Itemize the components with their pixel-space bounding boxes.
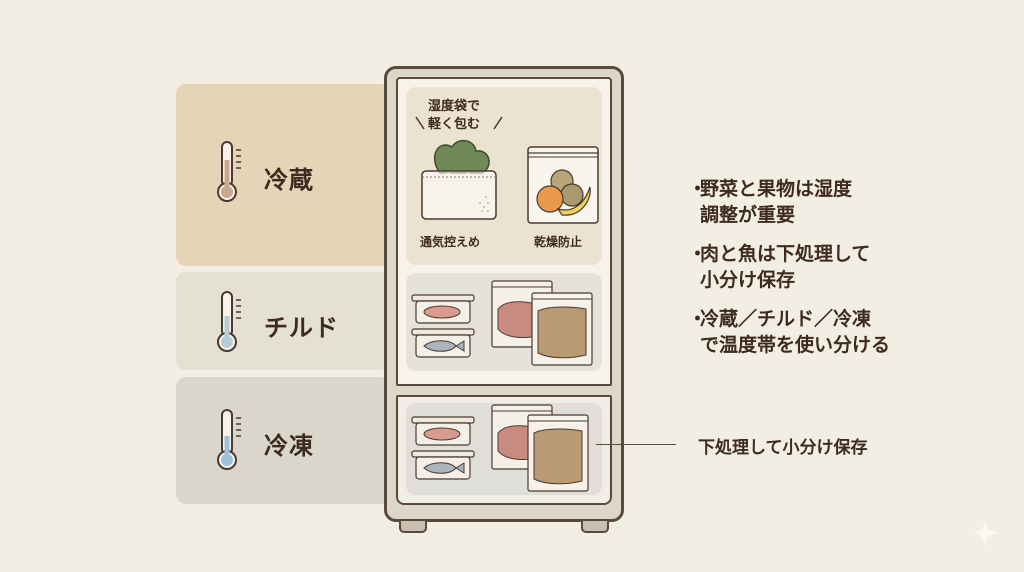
humidity-note-line1: 湿度袋で bbox=[428, 99, 481, 114]
shelf-freezer bbox=[406, 403, 602, 495]
emphasis-marks-icon bbox=[415, 116, 503, 130]
tip-line1: 野菜と果物は湿度 bbox=[700, 178, 853, 200]
thermometer-icon bbox=[217, 141, 241, 202]
chilled-food-items-icon bbox=[411, 280, 593, 366]
refrigerator-foot-left bbox=[399, 521, 427, 533]
callout-line bbox=[596, 444, 676, 445]
fruit-caption: 乾燥防止 bbox=[534, 235, 583, 249]
tip-line2: 小分け保存 bbox=[700, 269, 796, 291]
humidity-note-line2: 軽く包む bbox=[428, 117, 481, 132]
tip-item: ・冷蔵／チルド／冷凍 で温度帯を使い分ける bbox=[688, 308, 891, 356]
zone-chilled: チルド bbox=[176, 272, 390, 370]
tip-item: ・肉と魚は下処理して 小分け保存 bbox=[688, 241, 890, 293]
refrigerator-lower-door bbox=[396, 395, 612, 505]
fruit-zipper-bag-icon bbox=[527, 146, 599, 224]
zone-label-fridge: 冷蔵 bbox=[264, 166, 314, 194]
zone-label-chilled: チルド bbox=[264, 314, 339, 342]
tip-item: ・野菜と果物は湿度 調整が重要 bbox=[688, 176, 890, 228]
veg-caption: 通気控えめ bbox=[420, 235, 481, 249]
refrigerator-illustration: 湿度袋で 軽く包む bbox=[384, 66, 624, 533]
callout-text: 下処理して小分け保存 bbox=[698, 438, 868, 458]
shelf-chilled bbox=[406, 273, 602, 371]
refrigerator-upper-door: 湿度袋で 軽く包む bbox=[396, 77, 612, 386]
tip-line1: 肉と魚は下処理して bbox=[700, 243, 871, 265]
zone-freezer: 冷凍 bbox=[176, 377, 390, 504]
refrigerator-foot-right bbox=[581, 521, 609, 533]
frozen-food-items-icon bbox=[411, 404, 589, 492]
tip-line1: 冷蔵／チルド／冷凍 bbox=[700, 308, 872, 330]
sparkle-icon bbox=[972, 518, 998, 548]
thermometer-icon bbox=[217, 409, 241, 470]
tips-list: ・野菜と果物は湿度 調整が重要 ・肉と魚は下処理して 小分け保存 ・冷蔵／チルド… bbox=[688, 176, 890, 371]
thermometer-icon bbox=[217, 291, 241, 352]
tip-line2: で温度帯を使い分ける bbox=[700, 334, 891, 356]
zone-label-freezer: 冷凍 bbox=[264, 432, 314, 460]
leafy-vegetables-bag-icon bbox=[421, 139, 497, 220]
zone-fridge: 冷蔵 bbox=[176, 84, 390, 266]
shelf-fridge: 湿度袋で 軽く包む bbox=[406, 87, 602, 265]
tip-line2: 調整が重要 bbox=[700, 204, 796, 226]
